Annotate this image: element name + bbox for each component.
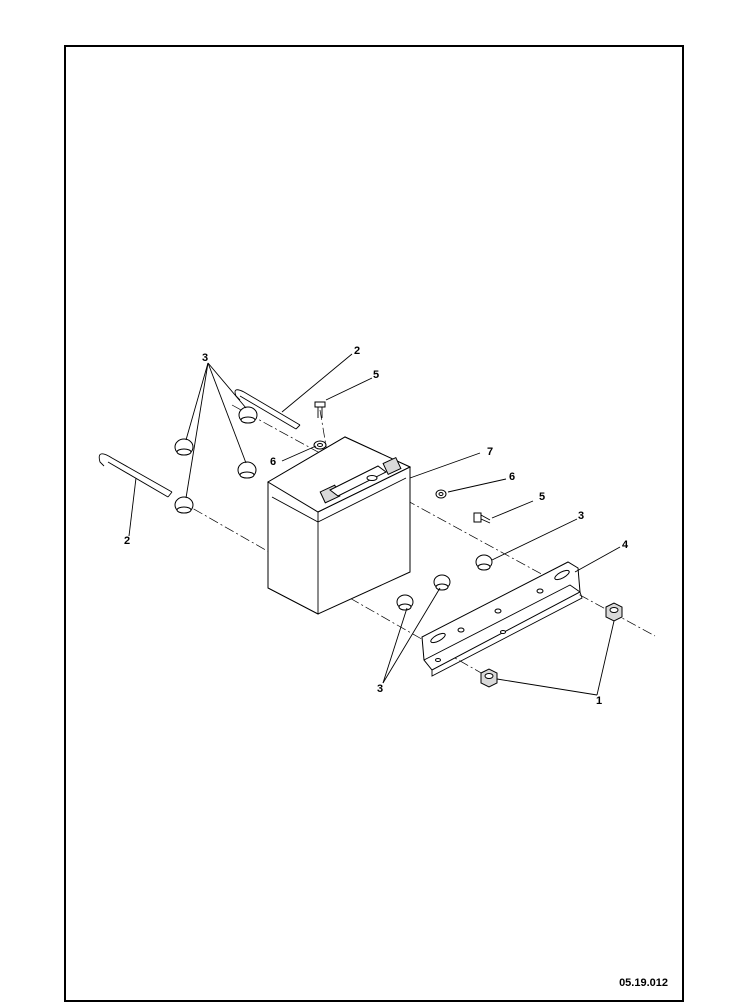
callout-3-bottom: 3: [377, 683, 383, 695]
washer-upper: [313, 440, 327, 450]
callout-6-left: 6: [270, 456, 276, 468]
callout-4: 4: [622, 539, 629, 551]
battery: [267, 436, 412, 615]
hex-nut-lower: [480, 668, 498, 688]
callout-5-top: 5: [373, 369, 379, 381]
callout-2-left: 2: [124, 535, 130, 547]
screw-upper: [314, 401, 326, 418]
centerline-upper: [231, 404, 656, 637]
callout-1: 1: [596, 695, 602, 707]
cap-nut-2: [174, 438, 194, 456]
washer-side: [435, 489, 447, 499]
drawing-code: 05.19.012: [619, 977, 668, 989]
screw-side: [473, 512, 491, 524]
cap-nut-7: [396, 594, 414, 611]
callout-3-top: 3: [202, 352, 208, 364]
cap-nut-4: [174, 496, 194, 514]
callout-6-right: 6: [509, 471, 515, 483]
cap-nut-6: [433, 574, 451, 591]
drawing-frame: [64, 45, 684, 1002]
leader-lines: [128, 353, 621, 696]
callout-7: 7: [487, 446, 493, 458]
centerline-lower: [177, 499, 491, 679]
callout-3-right: 3: [578, 510, 584, 522]
cap-nut-1: [238, 406, 258, 424]
cap-nut-3: [237, 461, 257, 479]
j-bolt-lower: [98, 453, 173, 498]
cap-nut-5: [475, 554, 493, 571]
callout-2-top: 2: [354, 345, 360, 357]
hex-nut-right: [605, 602, 623, 622]
callout-5-right: 5: [539, 491, 545, 503]
bracket: [421, 561, 583, 677]
